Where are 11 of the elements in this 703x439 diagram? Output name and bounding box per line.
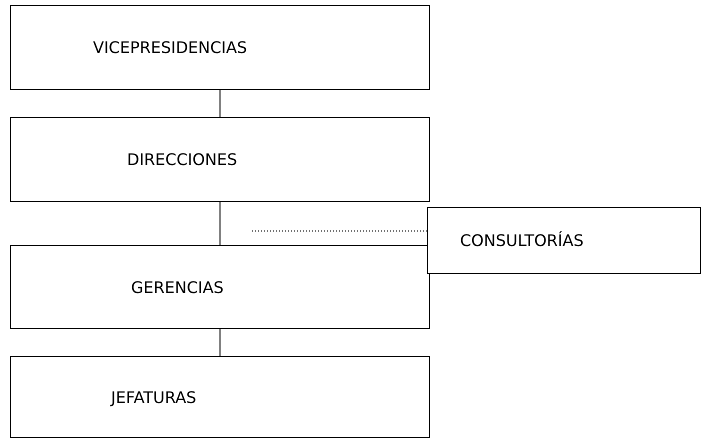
box-label: VICEPRESIDENCIAS — [93, 38, 248, 57]
org-box — [10, 117, 430, 202]
org-box — [427, 207, 701, 274]
box-label: DIRECCIONES — [127, 150, 238, 169]
box-label: CONSULTORÍAS — [460, 231, 584, 250]
box-label: GERENCIAS — [131, 278, 224, 296]
box-label: JEFATURAS — [111, 388, 196, 406]
org-box — [10, 5, 430, 90]
dotted-connector — [250, 230, 428, 232]
org-box — [10, 356, 430, 438]
org-box — [10, 245, 430, 329]
